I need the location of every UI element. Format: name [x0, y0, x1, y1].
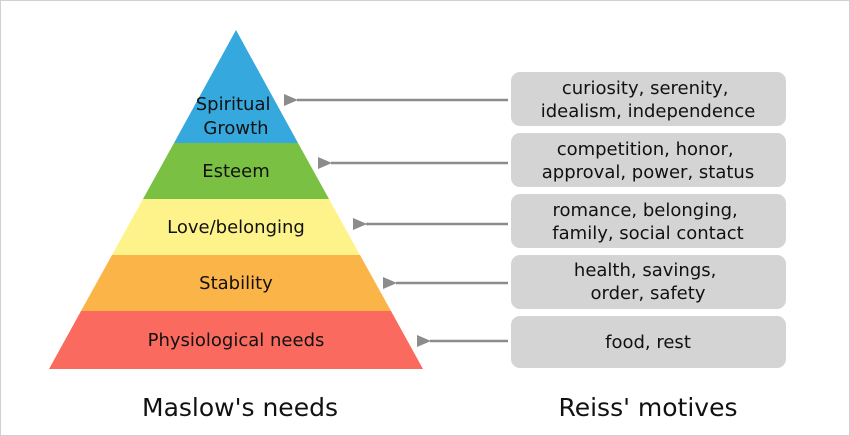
motive-boxes: curiosity, serenity, idealism, independe… — [511, 72, 786, 368]
maslow-caption: Maslow's needs — [142, 393, 338, 422]
motive-text-love-belonging: romance, belonging, family, social conta… — [552, 200, 743, 244]
motive-box-love-belonging — [511, 194, 786, 248]
pyramid-level-love-belonging — [112, 199, 360, 255]
pyramid-level-spiritual-growth — [174, 30, 298, 143]
arrows — [284, 94, 508, 347]
level-label-love-belonging: Love/belonging — [167, 217, 305, 238]
motive-text-esteem: competition, honor, approval, power, sta… — [542, 139, 754, 183]
level-label-physiological-needs: Physiological needs — [148, 330, 325, 351]
level-label-stability: Stability — [199, 273, 273, 294]
pyramid-level-stability — [81, 255, 391, 311]
motive-box-stability — [511, 255, 786, 309]
motive-text-stability: health, savings, order, safety — [574, 260, 722, 304]
reiss-caption: Reiss' motives — [558, 393, 737, 422]
motive-box-physiological-needs — [511, 316, 786, 368]
motive-text-spiritual-growth: curiosity, serenity, idealism, independe… — [541, 78, 756, 122]
pyramid: Spiritual Growth Esteem Love/belonging S… — [49, 30, 423, 369]
pyramid-level-esteem — [143, 143, 329, 199]
level-label-spiritual-growth: Spiritual Growth — [196, 94, 277, 139]
level-label-esteem: Esteem — [202, 161, 270, 182]
motive-box-esteem — [511, 133, 786, 187]
pyramid-level-physiological-needs — [49, 311, 423, 369]
motive-box-spiritual-growth — [511, 72, 786, 126]
motive-text-physiological-needs: food, rest — [605, 332, 691, 353]
